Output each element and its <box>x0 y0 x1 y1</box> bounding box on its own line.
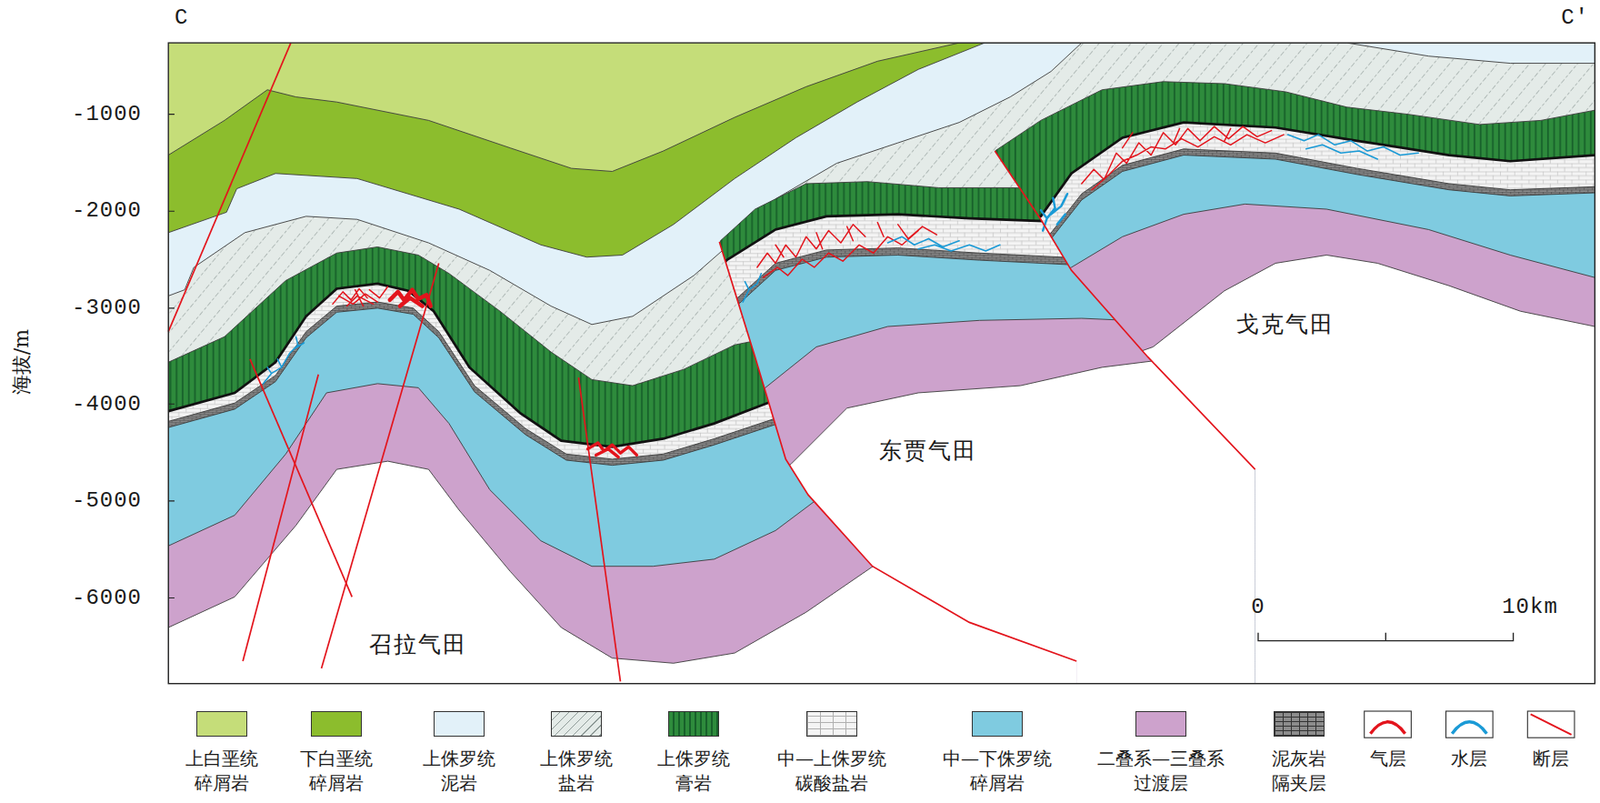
jurassic-clastics <box>980 155 1596 684</box>
gas-fractures <box>588 442 638 458</box>
upper-strata <box>168 42 1595 684</box>
legend-swatch <box>196 710 248 737</box>
section-end-label: C <box>174 6 189 30</box>
carbonate <box>980 122 1596 684</box>
permian-triassic <box>980 203 1596 683</box>
scale-label: 10km <box>1501 595 1559 620</box>
fault-line <box>168 42 291 332</box>
faults <box>168 42 1255 681</box>
legend-text: 断层 <box>1530 746 1572 771</box>
axis-title: 海拔/m <box>10 329 33 395</box>
elevation-tick-label: -1000 <box>71 102 142 127</box>
legend-swatch <box>550 710 602 737</box>
legend-text: 水层 <box>1448 746 1490 771</box>
east-block <box>980 81 1596 684</box>
elevation-tick-label: -2000 <box>71 199 142 223</box>
basement <box>980 254 1596 683</box>
fault-line <box>994 150 1255 470</box>
water-fractures <box>1288 134 1420 160</box>
legend-text: 泥灰岩 隔夹层 <box>1269 746 1330 796</box>
water-fractures <box>263 336 305 384</box>
legend-text: 上侏罗统 膏岩 <box>654 746 733 796</box>
water-symbol <box>1451 721 1487 734</box>
jurassic-mudstone <box>168 42 1595 684</box>
marl <box>980 149 1596 684</box>
gas-field-name: 东贾气田 <box>879 438 978 464</box>
section-end-label: C′ <box>1560 6 1590 30</box>
elevation-tick-label: -4000 <box>71 392 142 417</box>
gas-fractures <box>332 286 389 306</box>
legend-text: 二叠系—三叠系 过渡层 <box>1094 746 1228 796</box>
water-fractures <box>888 236 1000 251</box>
water-swatch <box>1446 710 1494 738</box>
basement <box>714 346 1266 683</box>
axis-ticks <box>168 114 175 599</box>
fault-line <box>250 359 352 597</box>
legend-text: 中—下侏罗统 碎屑岩 <box>940 746 1055 796</box>
legend-text: 上白垩统 碎屑岩 <box>182 746 261 796</box>
gas-fractures <box>390 290 431 307</box>
fault-line <box>242 374 319 661</box>
legend-text: 下白垩统 碎屑岩 <box>297 746 376 796</box>
gas-layers <box>332 126 1284 458</box>
elevation-tick-label: -5000 <box>71 489 142 513</box>
legend-swatch <box>1273 710 1325 737</box>
fault-symbol <box>1530 713 1572 734</box>
legend-swatch <box>310 710 362 737</box>
jurassic-salt <box>168 42 1595 684</box>
gas-field-name: 戈克气田 <box>1236 311 1335 338</box>
seal-line <box>980 122 1596 246</box>
water-layers <box>263 134 1420 384</box>
water-fractures <box>742 273 761 302</box>
gas-fractures <box>757 222 938 279</box>
legend-symbols <box>1364 710 1575 738</box>
legend-swatch <box>971 710 1023 737</box>
gas-field-name: 召拉气田 <box>369 631 468 658</box>
legend-text: 中—上侏罗统 碳酸盐岩 <box>774 746 890 796</box>
legend-swatch <box>1135 710 1187 737</box>
legend-swatch <box>433 710 485 737</box>
elevation-tick-label: -3000 <box>71 296 142 320</box>
scale-bar <box>1258 632 1514 641</box>
upper-cretaceous <box>168 42 1595 684</box>
legend-swatch <box>668 710 720 737</box>
legend-text: 气层 <box>1367 746 1410 771</box>
legend-text: 上侏罗统 盐岩 <box>537 746 616 796</box>
gypsum <box>980 81 1596 684</box>
fault-line <box>719 241 1077 661</box>
lower-cretaceous <box>168 42 1595 684</box>
frame <box>168 42 1595 684</box>
legend-text: 上侏罗统 泥岩 <box>420 746 499 796</box>
gas-symbol <box>1370 721 1405 734</box>
legend-swatch <box>806 710 858 737</box>
fault-swatch <box>1527 710 1575 738</box>
gas-swatch <box>1364 710 1412 738</box>
elevation-tick-label: -6000 <box>71 586 142 610</box>
fault-line <box>578 377 620 681</box>
gas-fractures <box>1081 126 1284 190</box>
fault-line <box>321 262 440 668</box>
scale-label: 0 <box>1250 595 1265 620</box>
